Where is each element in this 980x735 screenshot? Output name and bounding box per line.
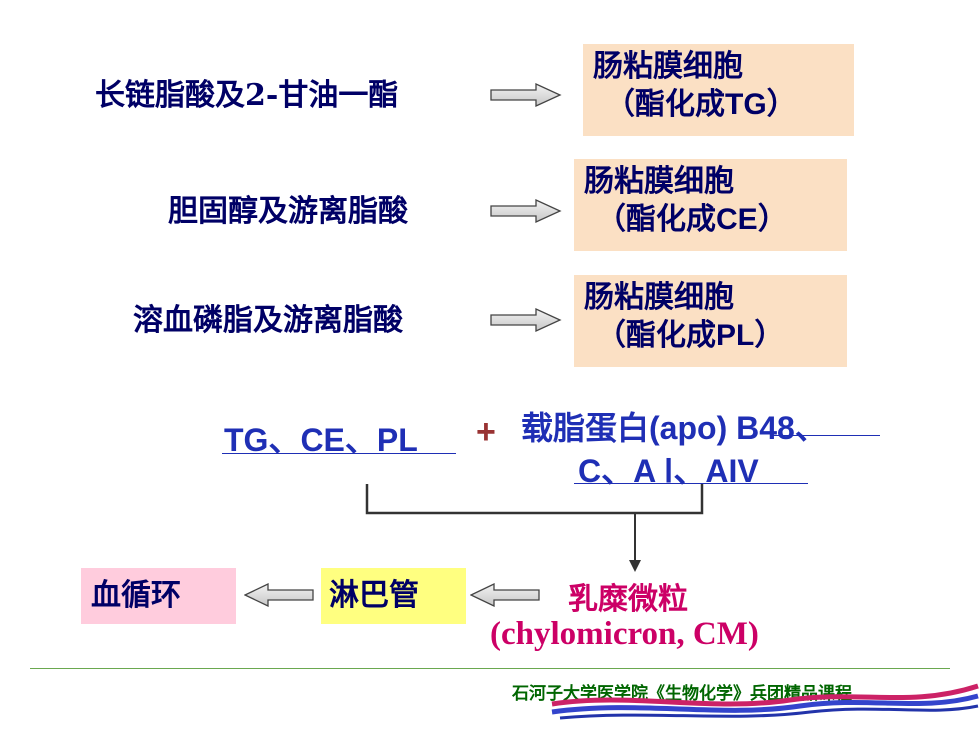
target-label-line1: 肠粘膜细胞 — [584, 280, 734, 315]
left-arrow-icon — [470, 583, 540, 607]
lipids-label: TG、CE、PL — [224, 422, 418, 458]
target-label-line2: （酯化成TG） — [605, 87, 797, 122]
decorative-wave — [551, 683, 979, 720]
source-lysophospholipid: 溶血磷脂及游离脂酸 — [133, 303, 403, 338]
lymph-vessel-box: 淋巴管 — [321, 568, 466, 624]
chylomicron-cn: 乳糜微粒 — [568, 582, 688, 617]
target-label-line2: （酯化成PL） — [596, 318, 785, 353]
right-arrow-icon — [490, 83, 562, 107]
target-box-ce: 肠粘膜细胞 （酯化成CE） — [574, 159, 847, 251]
footer-divider — [30, 668, 950, 669]
right-arrow-icon — [490, 308, 562, 332]
chylomicron-en: (chylomicron, CM) — [490, 616, 759, 652]
left-arrow-icon — [244, 583, 314, 607]
target-label-line2: （酯化成CE） — [596, 202, 788, 237]
blood-circulation-box: 血循环 — [81, 568, 236, 624]
apo-label-line1: 载脂蛋白(apo) B48、 — [521, 409, 827, 447]
plus-sign: + — [476, 413, 496, 451]
right-arrow-icon — [490, 199, 562, 223]
source-long-chain-fatty-acid: 长链脂酸及2-甘油一酯 — [95, 78, 399, 113]
b48-underline — [773, 435, 880, 436]
target-box-pl: 肠粘膜细胞 （酯化成PL） — [574, 275, 847, 367]
source-cholesterol: 胆固醇及游离脂酸 — [168, 194, 408, 229]
apo-line2-underline — [574, 483, 808, 484]
bracket-connector — [365, 484, 704, 572]
target-box-tg: 肠粘膜细胞 （酯化成TG） — [583, 44, 854, 136]
target-label-line1: 肠粘膜细胞 — [584, 164, 734, 199]
lipids-underline — [222, 453, 456, 454]
target-label-line1: 肠粘膜细胞 — [593, 49, 743, 84]
